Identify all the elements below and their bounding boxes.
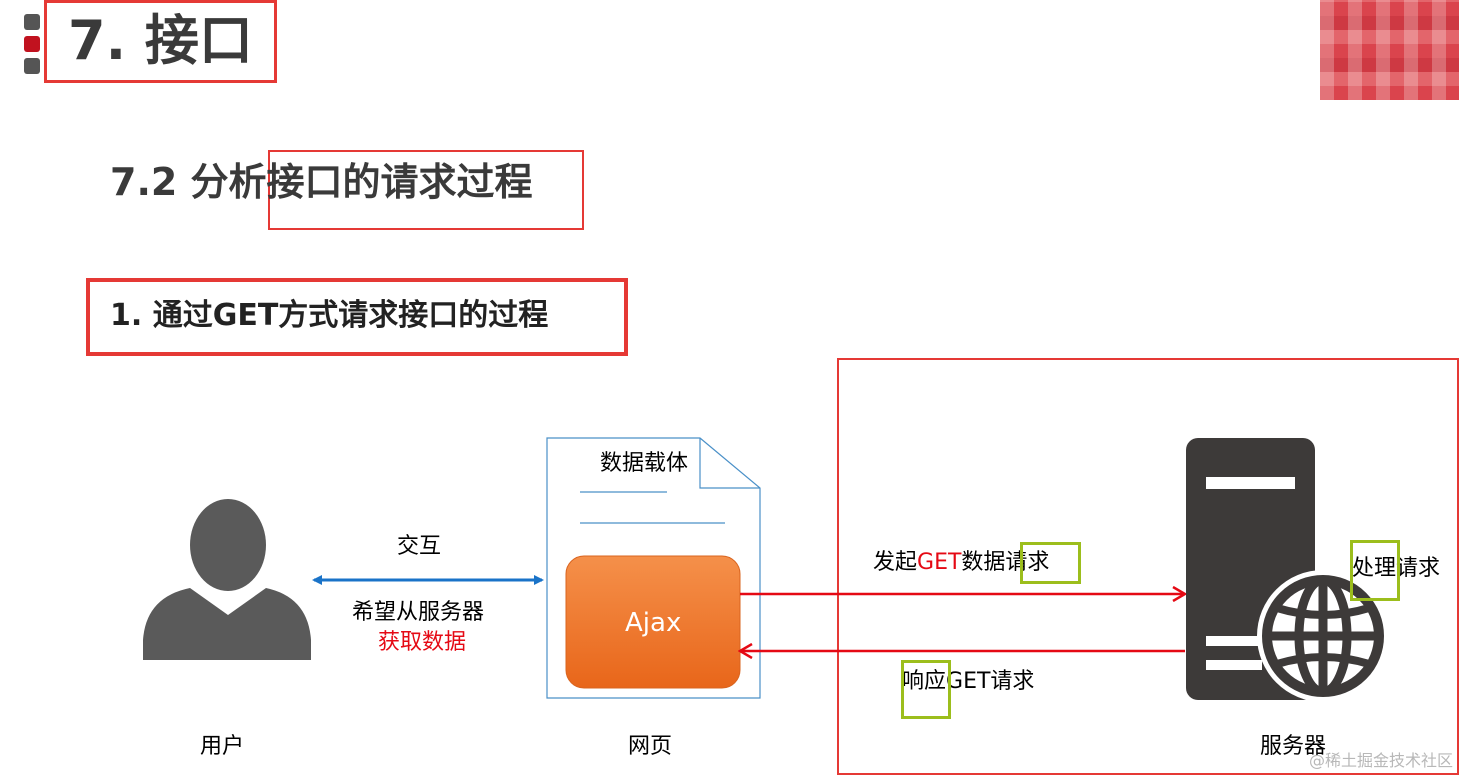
step-title: 1. 通过GET方式请求接口的过程 (110, 298, 549, 333)
wish-label: 希望从服务器 (352, 600, 485, 625)
server-region-box (837, 358, 1459, 775)
section-title-highlight-box (44, 0, 277, 83)
response-boxed-word: 响应 (902, 669, 947, 694)
step-title-highlight-box (86, 278, 628, 356)
request-method: GET (917, 550, 962, 575)
process-green-box (1350, 540, 1400, 601)
watermark: @稀土掘金技术社区 (1308, 751, 1453, 770)
interaction-label: 交互 (397, 534, 442, 559)
subtitle: 7.2 分析接口的请求过程 (110, 160, 533, 204)
server-caption: 服务器 (1260, 734, 1327, 759)
request-prefix: 发起 (873, 550, 918, 575)
response-rest: GET请求 (946, 669, 1035, 694)
section-title: 7. 接口 (68, 9, 253, 72)
pixelated-logo (1320, 0, 1459, 100)
header-marker-square-2 (24, 36, 40, 52)
user-icon (143, 499, 311, 660)
header-marker-square-3 (24, 58, 40, 74)
request-green-box (1020, 542, 1081, 584)
webpage-caption: 网页 (628, 734, 673, 759)
data-carrier-label: 数据载体 (600, 451, 689, 476)
wish-label-highlight: 获取数据 (378, 630, 467, 655)
process-boxed-word: 处理 (1352, 556, 1397, 581)
request-label: 发起GET数据请求 (873, 548, 1049, 578)
request-boxed-word: 请求 (1005, 550, 1050, 575)
ajax-label: Ajax (625, 608, 682, 638)
user-caption: 用户 (200, 734, 245, 759)
header-marker-square-1 (24, 14, 40, 30)
server-icon (1186, 438, 1389, 702)
response-label: 响应GET请求 (902, 667, 1034, 697)
request-data: 数据 (961, 550, 1006, 575)
ajax-block (565, 555, 741, 689)
response-green-box (901, 660, 951, 719)
process-label: 处理请求 (1352, 554, 1440, 584)
subtitle-highlight-box (268, 150, 584, 230)
process-rest: 请求 (1396, 556, 1441, 581)
